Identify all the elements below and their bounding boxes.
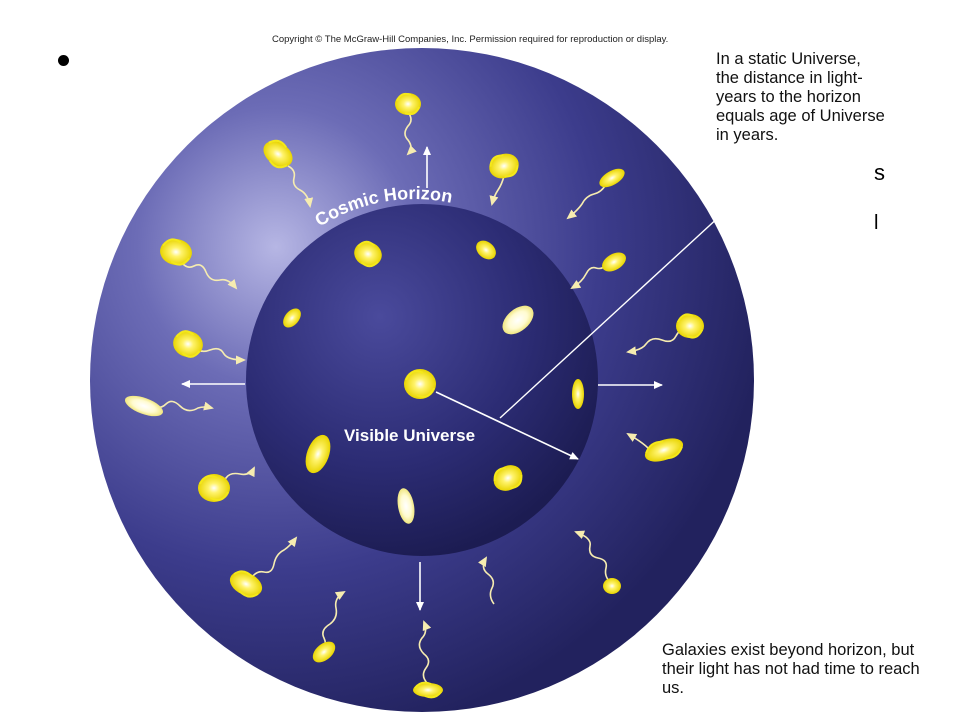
galaxy [354,240,382,268]
galaxy [602,252,626,272]
light-path [249,536,298,581]
galaxy [160,238,192,266]
galaxy [572,379,584,409]
radius-arrow [435,391,579,460]
pointer-line [499,169,771,419]
galaxy [493,465,523,491]
light-path [149,400,214,412]
galaxy [395,92,421,116]
galaxy [413,681,443,699]
text-fragment-l: l [874,212,879,234]
galaxy [502,305,534,335]
static-universe-note: In a static Universe, the distance in li… [716,50,885,144]
expansion-arrows [181,146,663,611]
beyond-horizon-note: Galaxies exist beyond horizon, but their… [662,641,920,697]
light-path [179,259,238,290]
light-path [404,111,417,156]
galaxy [397,488,415,524]
galaxy [489,153,519,179]
galaxy [305,434,331,474]
galaxy [599,168,625,188]
galaxy [644,438,684,462]
galaxy [263,139,293,169]
galaxy [312,641,336,663]
bullet-point [58,55,69,66]
light-path [574,530,611,583]
light-path [566,183,607,220]
galaxy [229,570,263,598]
galaxy [603,578,621,594]
galaxy [198,474,230,502]
galaxy [173,330,203,358]
light-path [570,263,609,290]
light-path [287,165,314,208]
galaxies [125,92,704,699]
central-galaxy [404,369,436,399]
text-fragment-s: s [874,160,885,185]
visible-universe-label: Visible Universe [344,426,475,445]
galaxy [476,240,496,260]
galaxy [125,395,163,417]
galaxy [283,308,301,328]
copyright-notice: Copyright © The McGraw-Hill Companies, I… [272,34,669,45]
light-path [489,175,505,206]
light-path [478,556,495,605]
light-path [418,620,432,685]
galaxy [676,313,704,339]
